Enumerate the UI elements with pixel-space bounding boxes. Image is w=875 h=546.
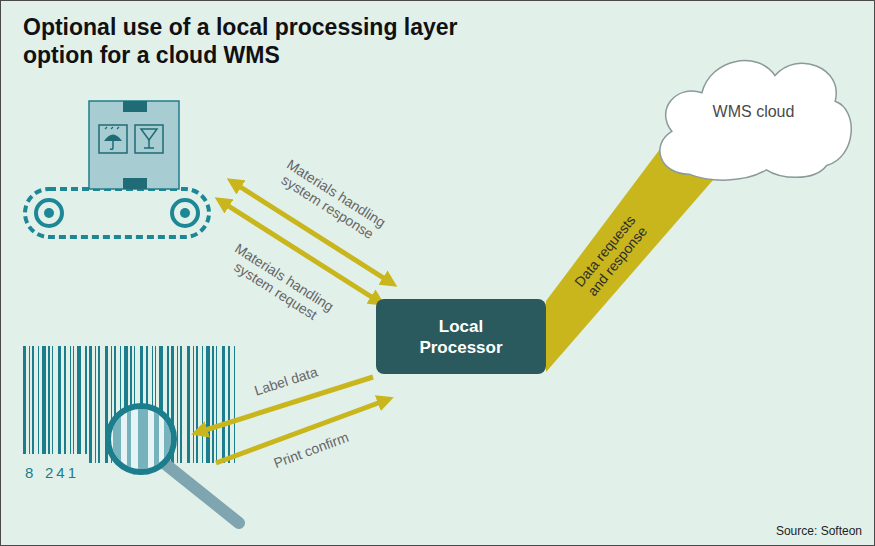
flow-label: Materials handling system request (214, 234, 345, 333)
umbrella-handle (110, 141, 113, 149)
barcode-bar (52, 346, 53, 454)
magnifier-rim (108, 406, 174, 472)
barcode-bar (70, 346, 71, 454)
keep-dry-icon (99, 125, 127, 153)
glass-stem (144, 140, 154, 148)
barcode-bar (180, 346, 182, 463)
source-note: Source: Softeon (776, 524, 862, 538)
cloud-outline (660, 61, 851, 180)
barcode-bar (89, 346, 92, 463)
carton-tape (123, 101, 147, 112)
conveyor-roller (36, 200, 62, 226)
barcode-bar (42, 346, 46, 454)
barcode-bar (38, 346, 39, 454)
barcode-bar (95, 346, 96, 463)
box-label: Local Processor (405, 316, 517, 358)
barcode-bar (29, 346, 30, 454)
cloud-label: WMS cloud (713, 103, 795, 121)
barcode-bar (228, 346, 230, 463)
conveyor-illustration (25, 101, 209, 237)
roller-hub (180, 208, 190, 218)
conveyor-roller (172, 200, 198, 226)
barcode-bar (222, 346, 225, 463)
fragile-icon (135, 125, 163, 153)
barcode-bar (58, 346, 61, 454)
barcode-bar (64, 346, 66, 454)
magnifier-handle (164, 463, 239, 523)
flow-label: Print confirm (271, 429, 350, 471)
barcode-bar (234, 346, 235, 463)
barcode-bar (212, 346, 214, 463)
barcode-bar (216, 346, 217, 463)
diagram-title: Optional use of a local processing layer… (23, 13, 493, 69)
conveyor-belt (25, 189, 209, 237)
process-box: Local Processor (376, 299, 546, 374)
barcode-digits: 241 (45, 464, 79, 481)
barcode-bar (177, 346, 178, 463)
rain-symbol (105, 127, 119, 129)
barcode-bar (196, 346, 198, 463)
umbrella-symbol (104, 135, 122, 142)
barcode-bar (206, 346, 210, 463)
cloud-shape: WMS cloud (646, 37, 861, 187)
barcode-bar (98, 346, 100, 463)
barcode-bar (202, 346, 203, 463)
flow-label: Materials handling system response (266, 150, 397, 249)
barcode-bar (77, 346, 81, 454)
connector-label: Data requests and response (564, 203, 660, 310)
barcode-bar (187, 346, 190, 463)
carton-tape (123, 178, 147, 189)
barcode-bar (48, 346, 50, 454)
barcode-digits: 8 (25, 464, 33, 481)
glass-symbol (141, 129, 157, 140)
roller-hub (44, 208, 54, 218)
carton (89, 101, 179, 189)
barcode-bar (23, 346, 26, 454)
barcode-bar (73, 346, 74, 454)
barcode-bar (85, 346, 87, 454)
barcode-bar (32, 346, 34, 454)
flow-label: Label data (252, 363, 319, 398)
barcode-bar (193, 346, 194, 463)
